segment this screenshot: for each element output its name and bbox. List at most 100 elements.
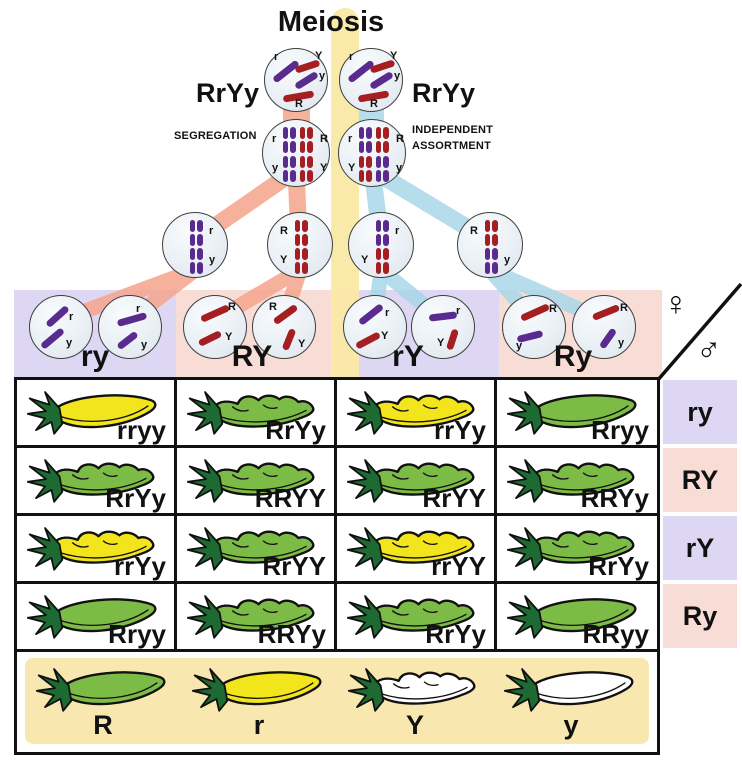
independent-assortment-label-1: INDEPENDENT	[412, 124, 494, 136]
chromatid-segment	[189, 248, 195, 260]
allele-label: r	[209, 225, 214, 237]
allele-label: Y	[280, 254, 288, 266]
allele-label: y	[272, 162, 279, 174]
legend-item-R: R	[25, 658, 181, 744]
chromatid-segment	[302, 234, 308, 246]
chromatid-segment	[307, 156, 313, 168]
punnett-row-header-RY: RY	[663, 448, 737, 512]
allele-label: Y	[390, 50, 398, 62]
allele-label: Y	[320, 162, 328, 174]
allele-label: Y	[315, 50, 323, 62]
legend-allele-label: R	[93, 710, 113, 740]
chromatid-segment	[294, 234, 300, 246]
genotype-label: RrYy	[105, 483, 166, 514]
punnett-cell: rrYY	[337, 516, 497, 584]
chromatid-segment	[302, 248, 308, 260]
chromatid-segment	[375, 248, 381, 260]
gamete-label-RY: RY	[231, 340, 273, 373]
allele-label: R	[320, 133, 328, 145]
punnett-cell: RrYy	[177, 380, 337, 448]
allele-label: r	[274, 51, 279, 63]
pea-pod-icon	[346, 595, 475, 639]
chromatid-segment	[484, 234, 490, 246]
allele-label: R	[269, 301, 277, 313]
chromatid-segment	[299, 156, 305, 168]
genotype-label: RRYy	[257, 619, 326, 650]
allele-label: R	[295, 98, 303, 110]
punnett-cell: rrYy	[17, 516, 177, 584]
allele-label: r	[69, 311, 74, 323]
allele-label: R	[228, 301, 236, 313]
allele-label: Y	[225, 331, 233, 343]
genotype-label: rrYy	[433, 415, 486, 446]
legend-item-Y: Y	[337, 658, 493, 744]
allele-label: Y	[348, 162, 356, 174]
chromatid-segment	[358, 127, 364, 139]
diagram-title: Meiosis	[277, 6, 385, 38]
chromatid-segment	[307, 170, 313, 182]
chromatid-segment	[307, 141, 313, 153]
chromatid-segment	[383, 234, 389, 246]
chromatid-segment	[197, 220, 203, 232]
chromatid-segment	[383, 248, 389, 260]
chromatid-segment	[383, 262, 389, 274]
punnett-row-header-rY: rY	[663, 516, 737, 580]
allele-label: R	[370, 98, 378, 110]
pea-pod-icon	[186, 595, 315, 639]
chromatid-segment	[492, 262, 498, 274]
punnett-row-header-Ry: Ry	[663, 584, 737, 648]
allele-label: R	[549, 303, 557, 315]
chromatid-segment	[366, 127, 372, 139]
allele-label: y	[319, 70, 326, 82]
allele-label: r	[349, 51, 354, 63]
legend-allele-label: y	[563, 710, 579, 740]
allele-label: Y	[381, 330, 389, 342]
gamete-label-ry: ry	[80, 340, 110, 373]
allele-label: y	[141, 339, 148, 351]
genotype-label: RRYY	[254, 483, 326, 514]
punnett-cell: RRYy	[177, 584, 337, 652]
genotype-label: Rryy	[108, 619, 166, 650]
pea-pod-icon	[186, 459, 315, 503]
allele-label: y	[516, 340, 523, 352]
chromatid-segment	[294, 220, 300, 232]
female-symbol-icon: ♀	[663, 285, 689, 323]
allele-legend-band: R r Y y	[25, 658, 649, 744]
chromatid-segment	[189, 220, 195, 232]
chromatid-segment	[375, 127, 381, 139]
segregation-label: SEGREGATION	[174, 130, 257, 142]
punnett-square: rryy RrYy rrYy Rryy RrYy RRYY RrYY RRYy …	[14, 377, 660, 755]
chromatid-segment	[375, 262, 381, 274]
chromatid-segment	[484, 262, 490, 274]
allele-label: r	[395, 225, 400, 237]
allele-label: y	[504, 254, 511, 266]
chromatid-segment	[282, 156, 288, 168]
chromatid-segment	[197, 248, 203, 260]
chromosome-bar	[39, 326, 65, 350]
allele-label: r	[348, 133, 353, 145]
genotype-label: RrYy	[425, 619, 486, 650]
pea-pod-icon	[191, 668, 322, 712]
chromatid-segment	[366, 156, 372, 168]
genotype-label: RrYy	[588, 551, 649, 582]
punnett-cell: RrYY	[177, 516, 337, 584]
allele-label: Y	[298, 338, 306, 350]
chromosome-bar	[428, 310, 458, 322]
allele-label: R	[620, 302, 628, 314]
chromatid-segment	[299, 127, 305, 139]
genotype-label: rrYy	[113, 551, 166, 582]
chromatid-segment	[290, 141, 296, 153]
pea-pod-icon	[346, 459, 475, 503]
genotype-label: rrYY	[431, 551, 486, 582]
chromatid-segment	[299, 170, 305, 182]
genotype-label: RRYy	[580, 483, 649, 514]
